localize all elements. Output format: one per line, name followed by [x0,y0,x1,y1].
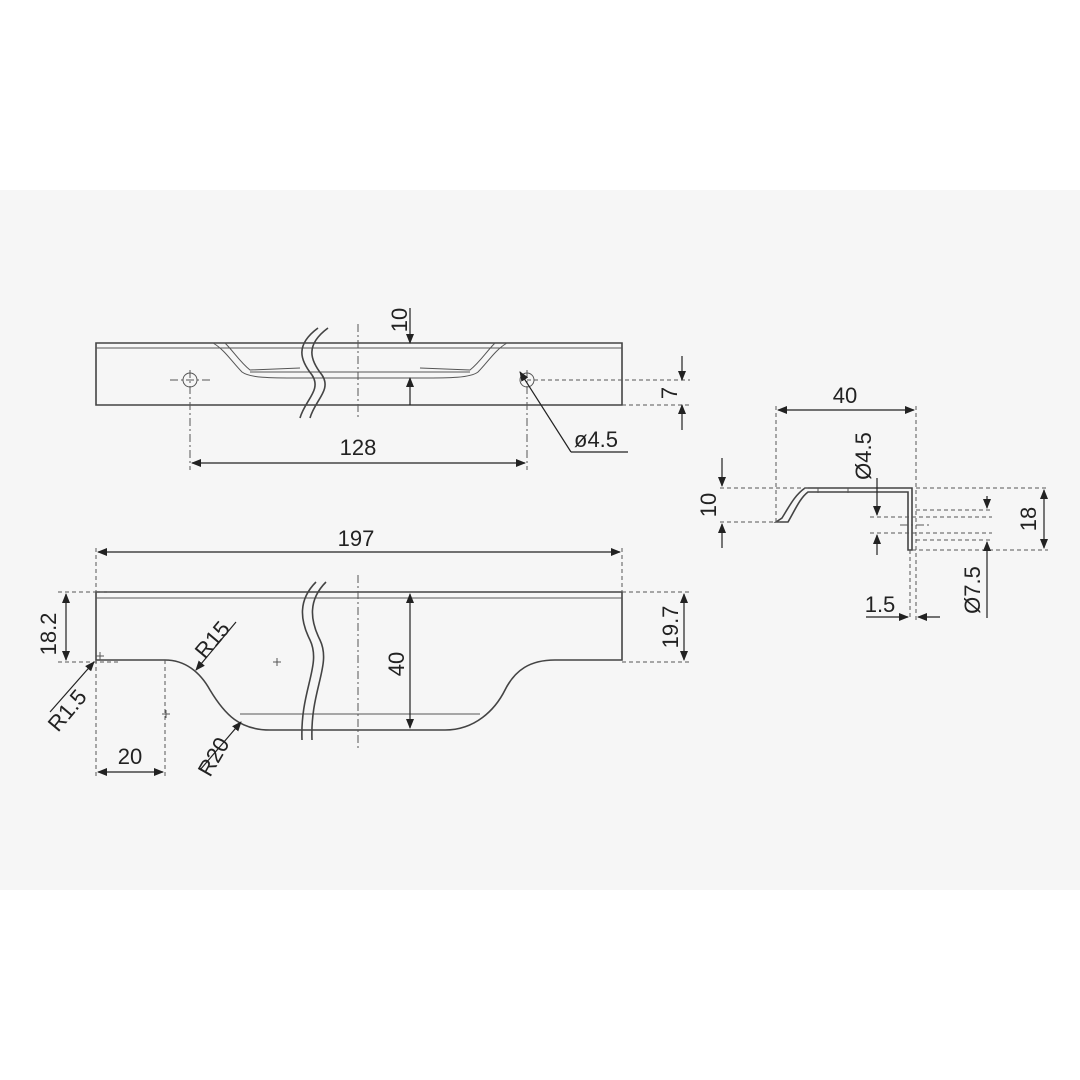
dim-side-hole-7-5: Ø7.5 [960,566,985,614]
side-view-outline [773,487,913,551]
dim-top-7: 7 [657,387,682,399]
dim-front-r20: R20 [193,733,235,780]
dim-front-r15: R15 [190,616,235,663]
side-view: 40 Ø4.5 10 18 Ø7.5 1.5 [696,383,1048,621]
dim-top-128: 128 [340,435,377,460]
top-view-outline [95,342,623,406]
top-view: 10 7 128 ø4.5 [95,308,690,470]
dim-front-20: 20 [118,744,142,769]
dim-front-r1-5: R1.5 [43,685,92,737]
dim-top-hole: ø4.5 [574,427,618,452]
dim-side-40: 40 [833,383,857,408]
dim-side-10: 10 [696,493,721,517]
dim-front-40: 40 [384,652,409,676]
dim-front-197: 197 [338,526,375,551]
dim-side-hole-4-5: Ø4.5 [851,432,876,480]
dim-top-10: 10 [387,308,412,332]
dim-side-1-5: 1.5 [865,592,896,617]
drawing-background [0,190,1080,890]
dim-side-18: 18 [1016,507,1041,531]
front-view-outline [95,591,623,731]
dim-front-19-7: 19.7 [658,606,683,649]
dim-front-18-2: 18.2 [36,613,61,656]
front-view: 197 40 18.2 19.7 R15 R1.5 R20 20 [36,526,692,781]
